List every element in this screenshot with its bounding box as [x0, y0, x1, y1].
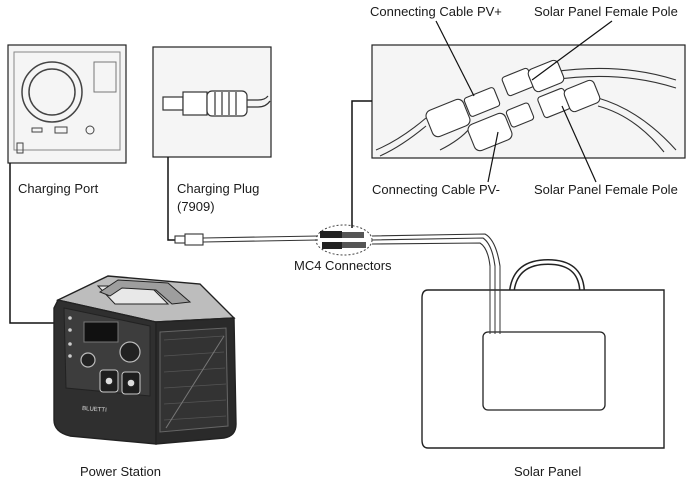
mc4-leader-line [351, 100, 372, 228]
main-cable [174, 233, 501, 267]
charging-plug-label-line1: Charging Plug [177, 181, 259, 196]
solar-panel-female-pole-top-label: Solar Panel Female Pole [534, 4, 678, 19]
mc4-connector-icon [315, 224, 373, 256]
mc4-connectors-label: MC4 Connectors [294, 258, 392, 273]
charging-plug-icon [162, 90, 271, 117]
connecting-cable-pv-plus-label: Connecting Cable PV+ [370, 4, 502, 19]
charging-plug-inset [152, 46, 272, 158]
solar-panel-icon [421, 258, 665, 449]
charging-plug-label-line2: (7909) [177, 199, 215, 214]
charging-port-inset [7, 44, 127, 164]
plug-leader-line [167, 157, 175, 241]
solar-panel-female-pole-bottom-label: Solar Panel Female Pole [534, 182, 678, 197]
charging-port-label: Charging Port [18, 181, 99, 196]
charging-port-icon [13, 51, 121, 154]
solar-panel-label: Solar Panel [514, 464, 581, 479]
power-station-label: Power Station [80, 464, 161, 479]
connecting-cable-pv-minus-label: Connecting Cable PV- [372, 182, 500, 197]
power-station-icon [53, 275, 237, 445]
connectors-inset [371, 20, 686, 183]
bluetti-logo-text: BLUETTI [82, 406, 107, 414]
closeup-pointer-lines [435, 20, 613, 183]
